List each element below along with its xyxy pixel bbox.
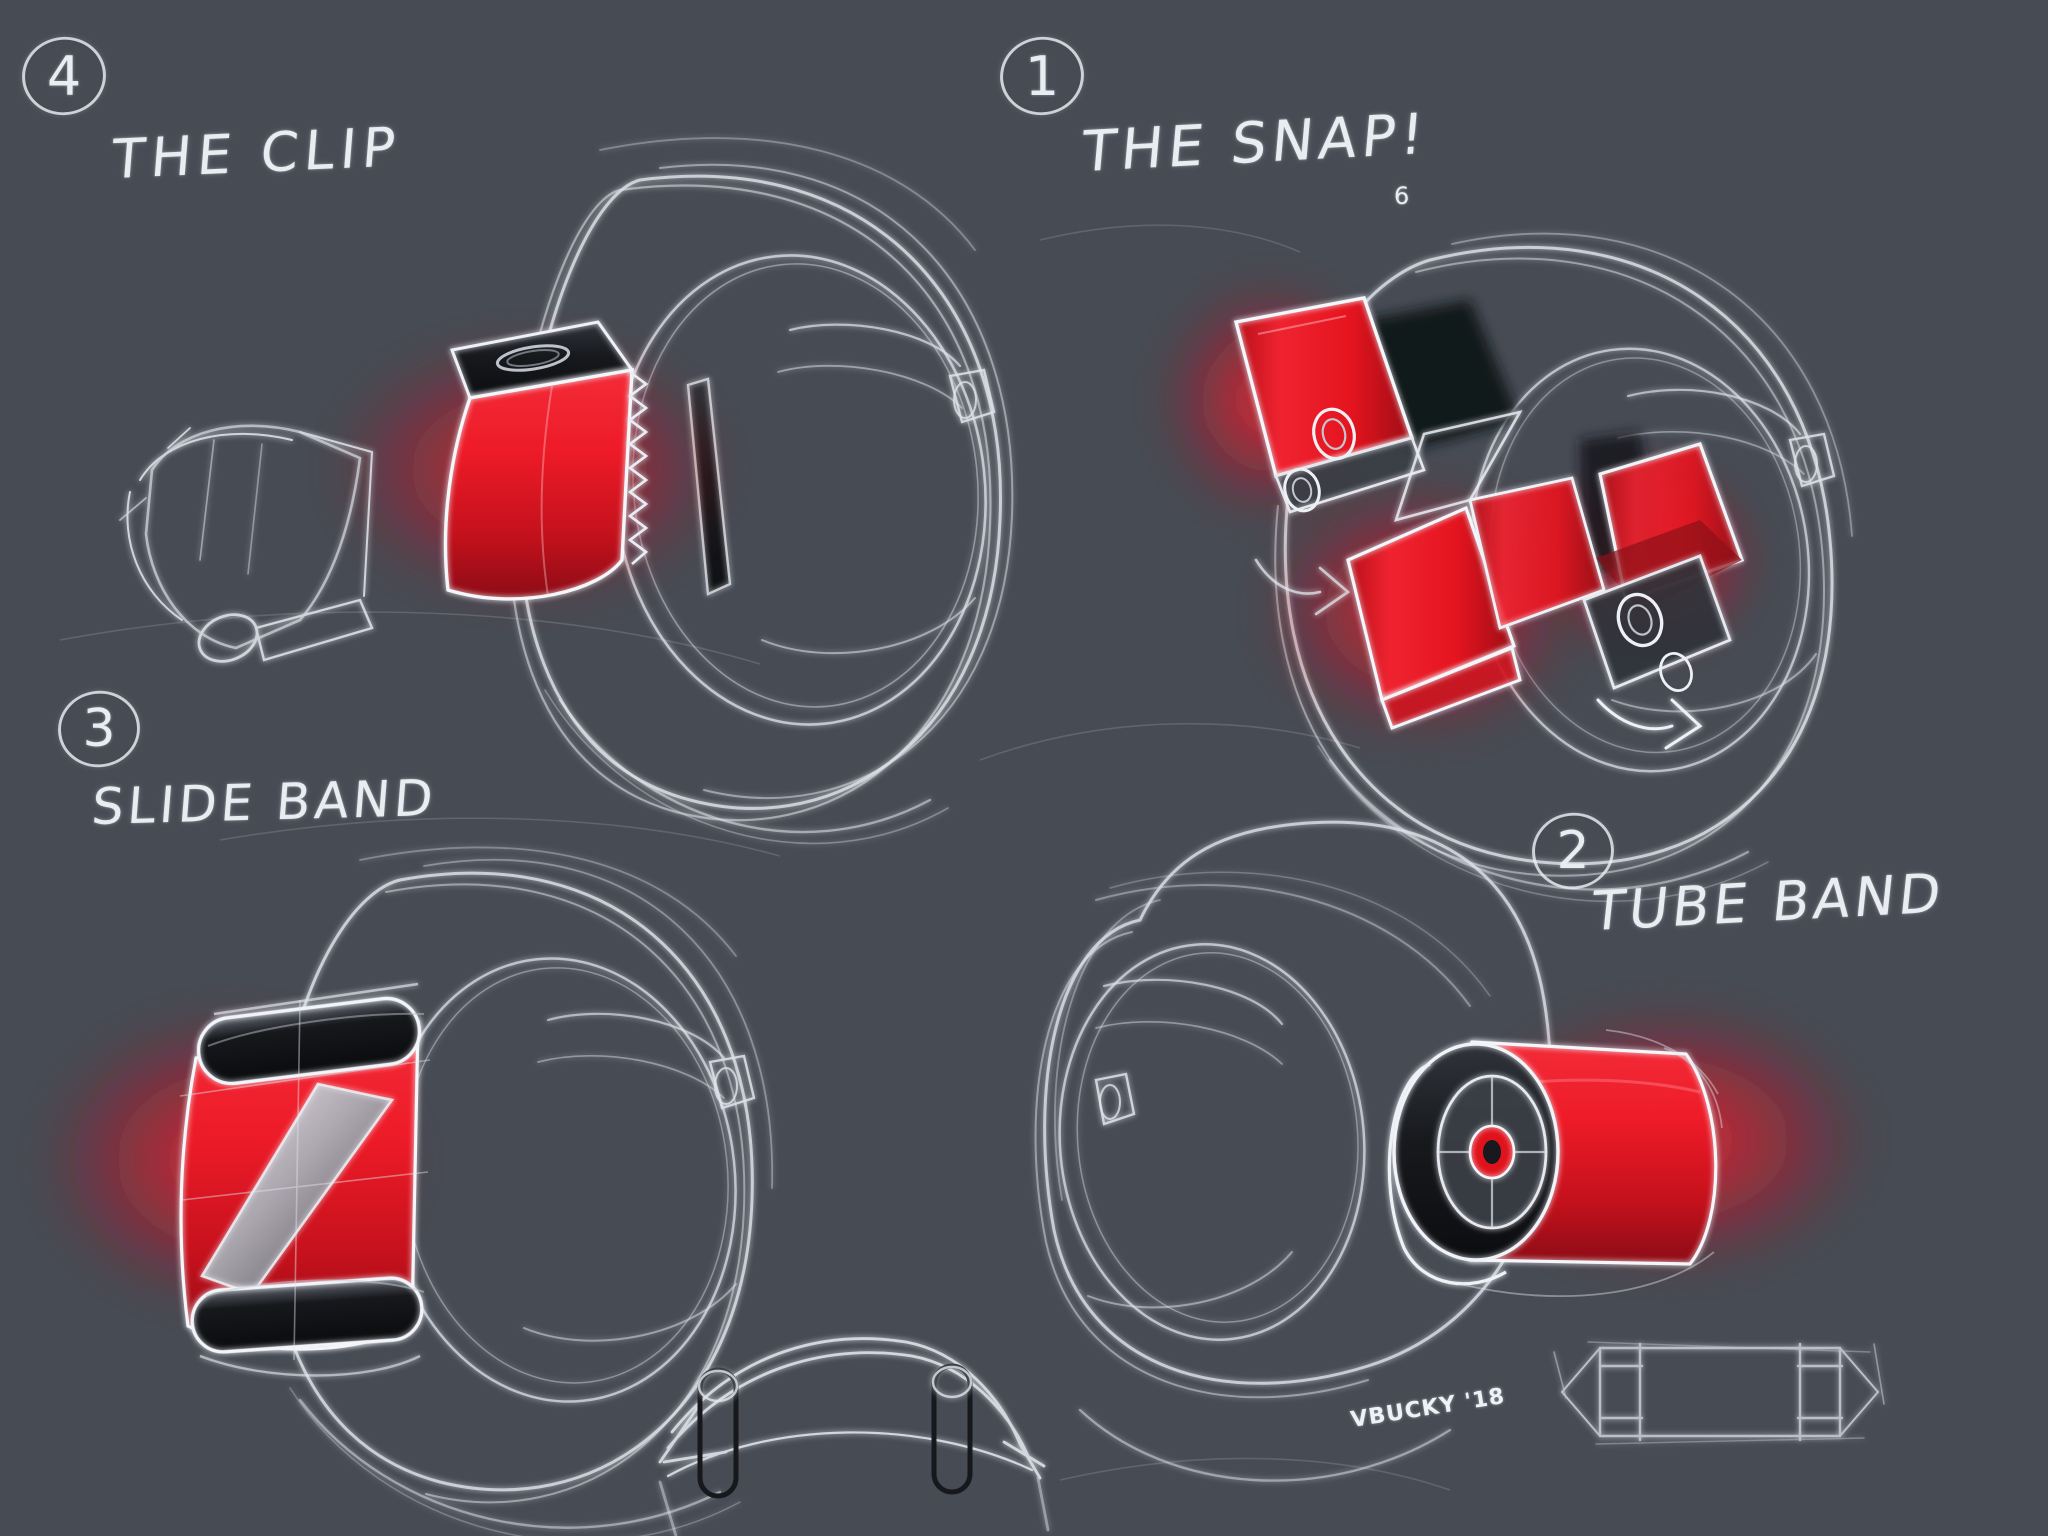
badge-number-3: 3 [82, 699, 116, 759]
concept-number-badge-4: 4 [16, 31, 112, 121]
tube-band-end-cap [1387, 1042, 1560, 1286]
stray-construction-strokes [59, 224, 1451, 1491]
badge-number-4: 4 [46, 44, 82, 108]
snap-band-center [1346, 410, 1606, 730]
snap-studs-left [1274, 407, 1426, 514]
snap-assembly-arrow [1596, 698, 1703, 750]
clip-wireframe-detail [119, 424, 374, 663]
clip-serrated-edge [627, 370, 649, 565]
concept-2-tube-band-illustration [1034, 820, 1870, 1482]
slide-band-lower-rail [190, 1276, 425, 1377]
clip-top-face [449, 320, 635, 400]
concept-number-badge-3: 3 [53, 685, 145, 773]
cross-section-rails [697, 1363, 973, 1499]
clip-red-body [443, 367, 634, 601]
concept-4-the-clip-illustration [119, 137, 1014, 845]
concept-number-badge-2: 2 [1527, 807, 1619, 895]
badge-number-1: 1 [1024, 44, 1060, 108]
concept-number-badge-1: 1 [994, 31, 1090, 121]
slide-band-upper-rail [196, 982, 425, 1086]
tube-band-detail-strokes [1459, 1029, 1723, 1298]
concept-3-slide-band-illustration [40, 846, 773, 1536]
concept-1-the-snap-illustration [1160, 232, 1853, 903]
detail-tube-orthographic [1553, 1341, 1885, 1445]
watch-case-clip [508, 137, 1014, 845]
snap-assembly-arrow-secondary [1254, 558, 1351, 616]
badge-number-2: 2 [1556, 821, 1590, 881]
snap-plate-right [1582, 442, 1745, 692]
watch-case-tube [1034, 820, 1553, 1482]
detail-rail-cross-section [658, 1337, 1050, 1536]
slide-band-construction-lines [179, 999, 431, 1361]
